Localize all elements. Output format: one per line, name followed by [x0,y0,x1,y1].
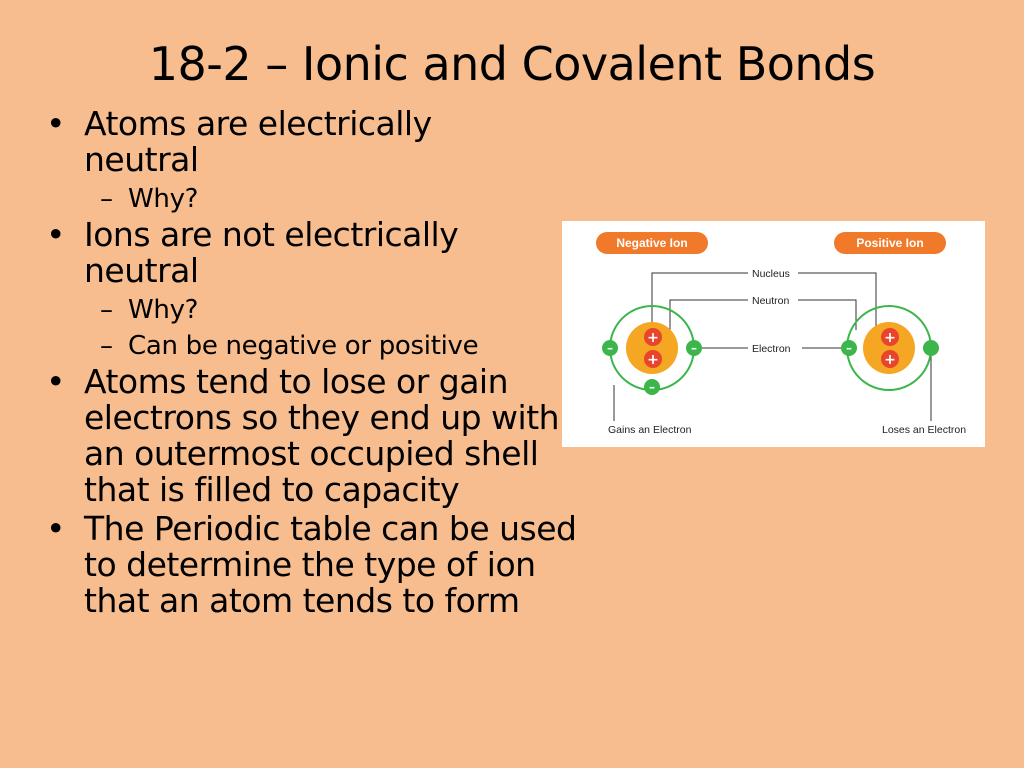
nucleus [626,322,678,374]
electron [686,340,702,356]
negative-ion-pill: Negative Ion [596,232,708,254]
nucleus [863,322,915,374]
sub-bullet-item: Can be negative or positive [44,328,594,364]
bullet-item: Atoms tend to lose or gain electrons so … [44,364,604,508]
bullet-list: Atoms are electrically neutral Why? Ions… [44,106,594,622]
loses-electron-label: Loses an Electron [882,424,966,436]
bullet-item: Ions are not electrically neutral [44,217,524,289]
nucleus-label: Nucleus [752,268,790,280]
svg-text:–: – [691,341,697,355]
electron-label: Electron [752,343,791,355]
positive-ion-label: Positive Ion [856,236,923,250]
svg-text:–: – [607,341,613,355]
bullet-item: Atoms are electrically neutral [44,106,484,178]
ion-diagram: Negative Ion Positive Ion Nucleus Neutro… [562,221,985,447]
svg-text:+: + [884,352,896,368]
leader-lines [613,272,932,421]
slide-title: 18-2 – Ionic and Covalent Bonds [148,37,876,91]
proton [881,350,899,368]
bullet-item: The Periodic table can be used to determ… [44,511,604,619]
positive-ion-atom: + + – [841,305,939,391]
electron [923,340,939,356]
sub-bullet-item: Why? [44,292,594,328]
electron [602,340,618,356]
sub-bullet-item: Why? [44,181,594,217]
proton [881,328,899,346]
proton [644,328,662,346]
electron [841,340,857,356]
svg-text:+: + [884,330,896,346]
gains-electron-label: Gains an Electron [608,424,692,436]
negative-ion-atom: + + – – – [602,305,702,395]
svg-text:+: + [647,330,659,346]
svg-text:–: – [649,380,655,394]
neutron-label: Neutron [752,295,790,307]
electron [644,379,660,395]
svg-text:+: + [647,352,659,368]
svg-text:–: – [846,341,852,355]
positive-ion-pill: Positive Ion [834,232,946,254]
proton [644,350,662,368]
negative-ion-label: Negative Ion [616,236,687,250]
